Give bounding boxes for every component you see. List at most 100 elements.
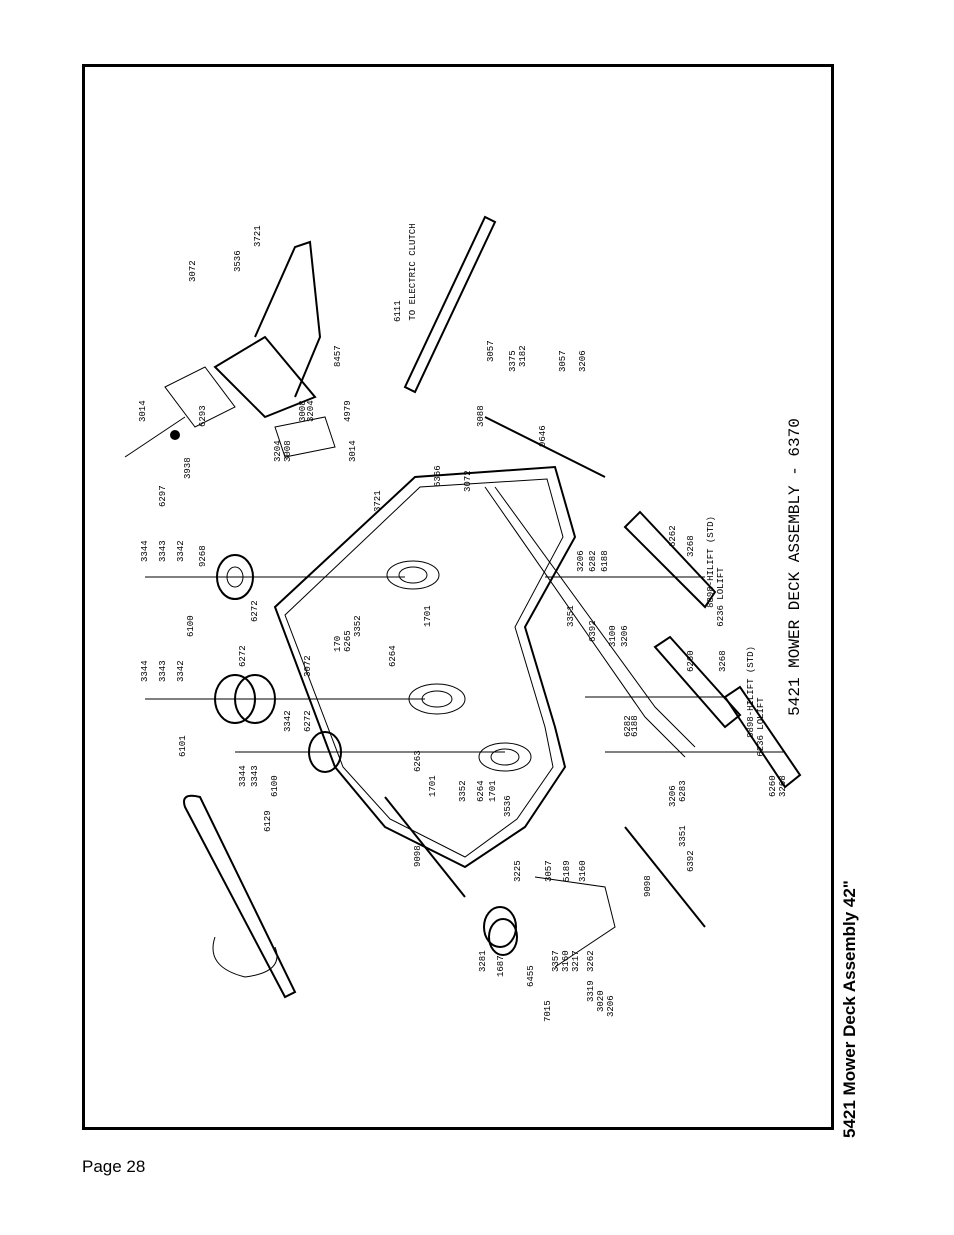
part-label: 1701 bbox=[488, 780, 498, 802]
part-label: 3057 bbox=[544, 860, 554, 882]
pulleys bbox=[145, 554, 517, 948]
part-label: 3206 bbox=[606, 995, 616, 1017]
part-label: 6262 bbox=[668, 525, 678, 547]
part-label: 3008 bbox=[283, 440, 293, 462]
part-label: 3217 bbox=[571, 950, 581, 972]
part-label: 6392 bbox=[686, 850, 696, 872]
part-label: 3020 bbox=[596, 990, 606, 1012]
callout-lolift-b: 6236 LOLIFT bbox=[756, 697, 766, 757]
part-label: 3343 bbox=[158, 540, 168, 562]
part-label: 8457 bbox=[333, 345, 343, 367]
part-label: 3014 bbox=[138, 400, 148, 422]
part-label: 3375 bbox=[508, 350, 518, 372]
part-label: 6129 bbox=[263, 810, 273, 832]
part-label: 3721 bbox=[373, 490, 383, 512]
part-label: 3352 bbox=[353, 615, 363, 637]
part-label: 3536 bbox=[233, 250, 243, 272]
part-label: 3182 bbox=[518, 345, 528, 367]
part-label: 3057 bbox=[486, 340, 496, 362]
part-label: 3204 bbox=[306, 400, 316, 422]
part-label: 3352 bbox=[458, 780, 468, 802]
part-label: 3262 bbox=[586, 950, 596, 972]
page-number: Page 28 bbox=[82, 1157, 146, 1176]
part-label: 9268 bbox=[198, 545, 208, 567]
part-label: 3344 bbox=[140, 540, 150, 562]
lift-arms bbox=[384, 416, 706, 968]
part-label: 6260 bbox=[686, 650, 696, 672]
part-label: 3008 bbox=[298, 400, 308, 422]
part-label: 3281 bbox=[478, 950, 488, 972]
part-label: 6272 bbox=[250, 600, 260, 622]
part-label: 6101 bbox=[178, 735, 188, 757]
part-labels: 3072 3536 3721 8457 3014 6293 3938 6297 … bbox=[138, 225, 788, 1022]
page-side-title: 5421 Mower Deck Assembly 42" bbox=[840, 880, 859, 1138]
part-label: 3204 bbox=[273, 440, 283, 462]
part-label: 170 bbox=[333, 636, 343, 652]
part-label: 6392 bbox=[588, 620, 598, 642]
part-label: 6100 bbox=[270, 775, 280, 797]
bracket-assembly bbox=[124, 240, 336, 458]
part-label: 3343 bbox=[158, 660, 168, 682]
part-label: 5189 bbox=[562, 860, 572, 882]
part-label: 3014 bbox=[348, 440, 358, 462]
part-label: 3351 bbox=[566, 605, 576, 627]
part-label: 9646 bbox=[538, 425, 548, 447]
part-label: 4979 bbox=[343, 400, 353, 422]
part-label: 3160 bbox=[578, 860, 588, 882]
part-label: 3206 bbox=[668, 785, 678, 807]
part-label: 3206 bbox=[578, 350, 588, 372]
part-label: 3160 bbox=[561, 950, 571, 972]
part-label: 6263 bbox=[413, 750, 423, 772]
callout-electric-clutch: TO ELECTRIC CLUTCH bbox=[408, 223, 418, 320]
part-label: 6282 bbox=[623, 715, 633, 737]
part-label: 3344 bbox=[238, 765, 248, 787]
part-label: 3088 bbox=[476, 405, 486, 427]
part-label: 6272 bbox=[303, 710, 313, 732]
diagram-frame: 5421 MOWER DECK ASSEMBLY - 6370 bbox=[82, 64, 834, 1130]
part-label: 6293 bbox=[198, 405, 208, 427]
part-label: 6272 bbox=[238, 645, 248, 667]
part-label: 6264 bbox=[476, 780, 486, 802]
part-label: 3357 bbox=[551, 950, 561, 972]
part-label: 3100 bbox=[608, 625, 618, 647]
part-label: 3268 bbox=[718, 650, 728, 672]
part-label: 1701 bbox=[428, 775, 438, 797]
callout-lolift-a: 6236 LOLIFT bbox=[716, 567, 726, 627]
part-label: 3072 bbox=[463, 470, 473, 492]
part-label: 6455 bbox=[526, 965, 536, 987]
diagram-title: 5421 MOWER DECK ASSEMBLY - 6370 bbox=[786, 418, 804, 716]
part-label: 6264 bbox=[388, 645, 398, 667]
part-label: 3342 bbox=[176, 660, 186, 682]
part-label: 6260 bbox=[768, 775, 778, 797]
part-label: 3319 bbox=[586, 980, 596, 1002]
part-label: 3938 bbox=[183, 457, 193, 479]
part-label: 3072 bbox=[303, 655, 313, 677]
part-label: 6282 bbox=[588, 550, 598, 572]
part-label: 6188 bbox=[600, 550, 610, 572]
part-label: 3342 bbox=[176, 540, 186, 562]
part-label: 1687 bbox=[496, 955, 506, 977]
part-label: 1701 bbox=[423, 605, 433, 627]
part-label: 3072 bbox=[188, 260, 198, 282]
part-label: 3268 bbox=[686, 535, 696, 557]
part-label: 9098 bbox=[643, 875, 653, 897]
callout-hilift-b: 8898-HILIFT (STD) bbox=[746, 646, 756, 738]
blades bbox=[545, 510, 802, 789]
part-label: 6188 bbox=[630, 715, 640, 737]
part-label: 3344 bbox=[140, 660, 150, 682]
part-label: 6283 bbox=[678, 780, 688, 802]
part-label: 3351 bbox=[678, 825, 688, 847]
part-label: 3342 bbox=[283, 710, 293, 732]
callout-hilift-a: 8898-HILIFT (STD) bbox=[706, 516, 716, 608]
belts bbox=[183, 215, 497, 999]
deck-housing bbox=[273, 465, 696, 869]
part-label: 3206 bbox=[576, 550, 586, 572]
part-label: 6366 bbox=[433, 465, 443, 487]
part-label: 3057 bbox=[558, 350, 568, 372]
part-label: 3536 bbox=[503, 795, 513, 817]
part-label: 3206 bbox=[620, 625, 630, 647]
part-label: 3225 bbox=[513, 860, 523, 882]
part-label: 6297 bbox=[158, 485, 168, 507]
part-label: 3268 bbox=[778, 775, 788, 797]
exploded-parts-diagram: 5421 MOWER DECK ASSEMBLY - 6370 bbox=[124, 215, 804, 1022]
